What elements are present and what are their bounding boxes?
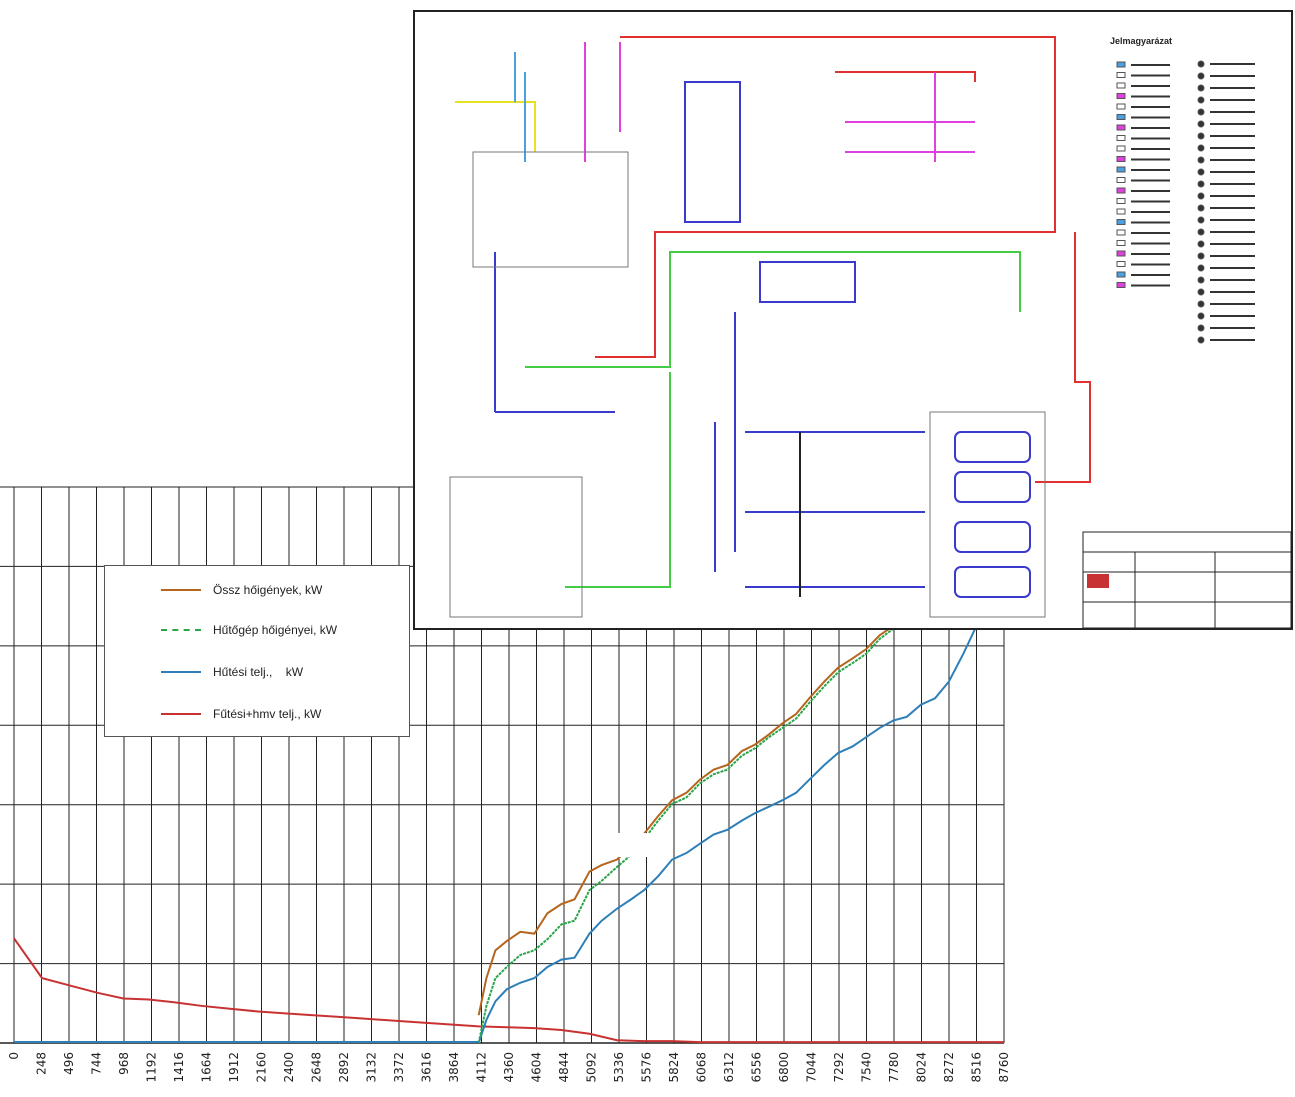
x-tick-label: 248 [35,1052,49,1075]
x-tick-label: 6556 [750,1052,764,1083]
series-line [477,583,1005,1044]
x-tick-label: 5092 [585,1052,599,1083]
x-tick-label: 744 [90,1052,104,1075]
x-tick-label: 5824 [667,1052,681,1083]
blank-patch [601,833,663,857]
x-tick-label: 2400 [282,1052,296,1083]
legend-item-futesi: Fűtési+hmv telj., kW [161,704,321,724]
x-tick-label: 8516 [970,1052,984,1083]
x-tick-label: 2160 [255,1052,269,1083]
x-tick-label: 6312 [722,1052,736,1083]
legend-swatch-ossz [161,589,201,591]
x-tick-label: 3132 [365,1052,379,1083]
x-tick-label: 7292 [832,1052,846,1083]
legend-item-hutogep: Hűtőgép hőigényei, kW [161,620,337,640]
x-tick-label: 5336 [612,1052,626,1083]
x-tick-label: 0 [7,1052,21,1060]
series-line [477,469,978,1044]
x-tick-label: 5576 [640,1052,654,1083]
x-tick-label: 4604 [530,1052,544,1083]
x-tick-label: 6800 [777,1052,791,1083]
x-tick-label: 4360 [502,1052,516,1083]
x-tick-label: 968 [117,1052,131,1075]
x-tick-label: 1664 [200,1052,214,1083]
hydraulic-schematic-drawing: Jelmagyarázat [413,10,1293,630]
legend-item-ossz: Össz hőigények, kW [161,580,322,600]
legend-label-hutogep: Hűtőgép hőigényei, kW [213,623,338,637]
legend-label-hutesi: Hűtési telj., kW [213,665,304,679]
legend-label-ossz: Össz hőigények, kW [213,583,323,597]
x-tick-label: 3616 [420,1052,434,1083]
x-tick-label: 4844 [557,1052,571,1083]
schematic-svg: Jelmagyarázat [449,36,1292,629]
legend-item-hutesi: Hűtési telj., kW [161,662,303,682]
x-tick-label: 1192 [145,1052,159,1083]
x-tick-label: 3864 [447,1052,461,1083]
legend-swatch-hutogep [161,629,201,631]
legend-swatch-futesi [161,713,201,715]
x-tick-label: 4112 [475,1052,489,1083]
x-tick-label: 7540 [860,1052,874,1083]
x-tick-label: 8760 [997,1052,1011,1083]
x-tick-label: 496 [62,1052,76,1075]
x-tick-label: 7780 [887,1052,901,1083]
x-tick-labels: 0 248 496 744 968 1192 1416 1664 1912 2160 2400 264… [7,1052,1011,1083]
legend-swatch-hutesi [161,671,201,673]
schematic-legend-title: Jelmagyarázat [1110,36,1172,46]
x-tick-label: 8024 [915,1052,929,1083]
series-line [13,937,1004,1044]
x-tick-label: 1912 [227,1052,241,1083]
chart-legend: Össz hőigények, kW Hűtőgép hőigényei, kW… [104,565,410,737]
x-tick-label: 3372 [392,1052,406,1083]
x-tick-label: 6068 [695,1052,709,1083]
x-tick-label: 7044 [805,1052,819,1083]
x-tick-label: 2892 [337,1052,351,1083]
x-tick-label: 2648 [310,1052,324,1083]
legend-label-futesi: Fűtési+hmv telj., kW [213,707,322,721]
x-tick-label: 8272 [942,1052,956,1083]
x-tick-label: 1416 [172,1052,186,1083]
